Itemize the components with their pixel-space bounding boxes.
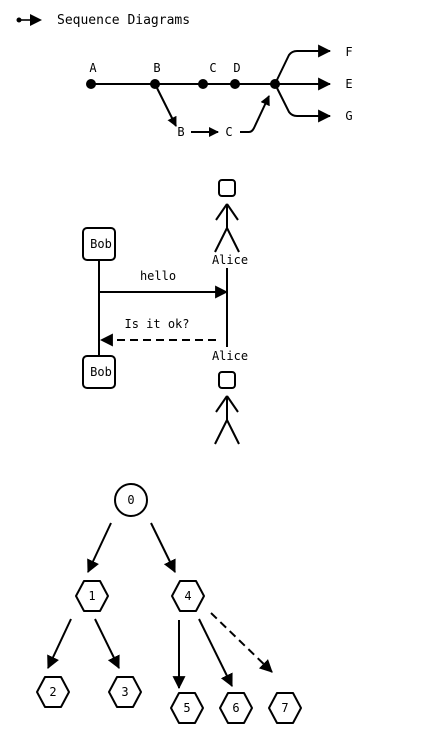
actor-leg-left xyxy=(214,419,228,445)
page-title: Sequence Diagrams xyxy=(57,13,190,28)
actor-alice-top xyxy=(214,179,240,253)
edge-to-f xyxy=(274,44,332,85)
tree-node-label: 0 xyxy=(127,493,134,507)
participant-bob-bottom xyxy=(82,355,116,389)
tree-node-0: 0 xyxy=(114,483,148,517)
actor-head xyxy=(218,371,236,389)
participant-bob-bottom-label: Bob xyxy=(90,365,112,379)
message-hello-label: hello xyxy=(140,269,176,283)
tree-node-label: 6 xyxy=(232,701,239,715)
actor-arm-right xyxy=(226,395,239,413)
actor-alice-bottom xyxy=(214,371,240,445)
sequence-diagram: Alice Bob hello Is it ok? Bob Alice xyxy=(82,179,248,445)
branch-out-edge xyxy=(154,83,177,127)
commit-label-d: D xyxy=(233,61,240,75)
commit-dot-a xyxy=(86,79,96,89)
tree-node-label: 3 xyxy=(121,685,128,699)
actor-leg-right xyxy=(226,227,240,253)
tree-node-label: 4 xyxy=(184,589,191,603)
merge-dot xyxy=(270,79,280,89)
actor-head xyxy=(218,179,236,197)
commit-dot-d xyxy=(230,79,240,89)
edge-1-2 xyxy=(47,618,72,669)
tree-node-5: 5 xyxy=(170,692,204,724)
actor-alice-top-label: Alice xyxy=(212,253,248,267)
actor-alice-bottom-label: Alice xyxy=(212,349,248,363)
header: Sequence Diagrams xyxy=(16,13,190,28)
message-is-it-ok-label: Is it ok? xyxy=(124,317,189,331)
tree-node-label: 5 xyxy=(183,701,190,715)
actor-arm-right xyxy=(226,203,239,221)
tree-node-7: 7 xyxy=(268,692,302,724)
tree-diagram: 0 1 4 2 3 5 6 7 xyxy=(36,483,302,724)
target-label-g: G xyxy=(345,109,352,123)
edge-0-1 xyxy=(87,522,112,573)
edge-1-3 xyxy=(94,618,120,669)
edge-4-7 xyxy=(210,612,273,673)
target-label-e: E xyxy=(345,77,352,91)
branch-label-b: B xyxy=(177,125,184,139)
actor-arm-left xyxy=(215,203,228,221)
actor-arm-left xyxy=(215,395,228,413)
edge-to-g xyxy=(274,83,332,123)
edge-0-4 xyxy=(150,522,176,573)
tree-node-label: 2 xyxy=(49,685,56,699)
git-commit-dots xyxy=(86,79,280,89)
tree-node-2: 2 xyxy=(36,676,70,708)
participant-bob-top xyxy=(82,227,116,261)
participant-bob-top-label: Bob xyxy=(90,237,112,251)
tree-node-label: 7 xyxy=(281,701,288,715)
merge-edge xyxy=(240,95,270,133)
tree-node-label: 1 xyxy=(88,589,95,603)
branch-label-c: C xyxy=(225,125,232,139)
commit-label-c: C xyxy=(209,61,216,75)
tree-node-1: 1 xyxy=(75,580,109,612)
actor-leg-left xyxy=(214,227,228,253)
arrow-right-icon xyxy=(16,14,42,26)
actor-leg-right xyxy=(226,419,240,445)
commit-label-b: B xyxy=(153,61,160,75)
commit-dot-b xyxy=(150,79,160,89)
edge-4-6 xyxy=(198,618,233,687)
tree-node-3: 3 xyxy=(108,676,142,708)
tree-node-4: 4 xyxy=(171,580,205,612)
git-labels: A B C D B C F E G xyxy=(89,45,352,139)
commit-label-a: A xyxy=(89,61,97,75)
commit-dot-c xyxy=(198,79,208,89)
tree-node-6: 6 xyxy=(219,692,253,724)
target-label-f: F xyxy=(345,45,352,59)
